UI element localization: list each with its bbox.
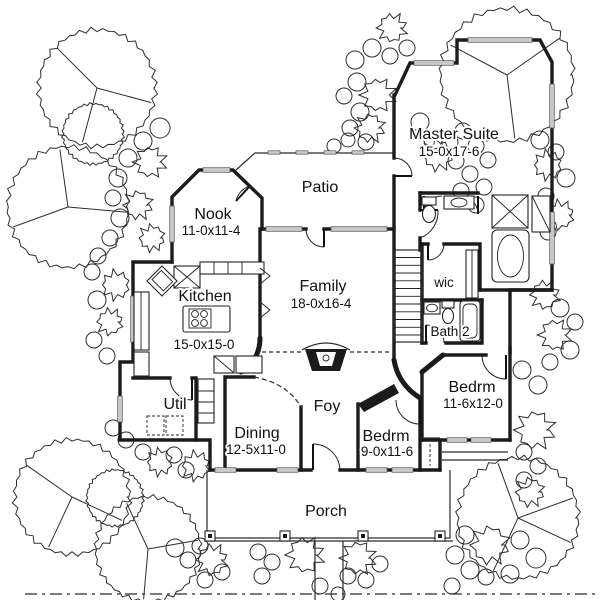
util-fixtures [146, 378, 215, 436]
room-label-bedroom-right: Bedrm [448, 379, 495, 396]
room-label-dining: Dining [234, 425, 279, 442]
room-dims-nook: 11-0x11-4 [182, 223, 241, 238]
room-label-nook: Nook [194, 206, 232, 223]
cased-openings [253, 376, 302, 408]
room-label-master-suite: Master Suite [409, 126, 499, 143]
room-label-foyer: Foy [314, 398, 341, 415]
side-steps [442, 451, 508, 461]
windows [117, 37, 555, 473]
room-dims-dining: 12-5x11-0 [226, 442, 286, 457]
patio-outline [235, 150, 394, 171]
room-labels: Master Suite 15-0x17-6 Patio Nook 11-0x1… [161, 124, 504, 522]
closet-fixtures [259, 249, 479, 466]
room-dims-master-suite: 15-0x17-6 [419, 144, 480, 159]
room-label-wic: wic [433, 275, 454, 290]
room-label-util: Util [163, 396, 186, 413]
porch-slab [204, 451, 508, 600]
wall-wedges [238, 335, 446, 412]
room-dims-bedroom-right: 11-6x12-0 [443, 396, 503, 411]
staircase [393, 249, 423, 343]
room-label-bath2: Bath 2 [430, 324, 469, 339]
bath-fixtures [421, 194, 551, 342]
fireplace [262, 342, 392, 371]
room-label-porch: Porch [305, 503, 347, 520]
room-label-kitchen: Kitchen [178, 288, 231, 305]
room-label-family: Family [299, 278, 346, 295]
room-label-bedroom-front: Bedrm [362, 428, 409, 445]
front-walkway [314, 541, 344, 600]
room-dims-family: 18-0x16-4 [291, 296, 352, 311]
room-dims-bedroom-front: 9-0x11-6 [361, 444, 413, 459]
porch-column [204, 530, 446, 542]
room-dims-kitchen: 15-0x15-0 [174, 337, 235, 352]
room-label-patio: Patio [302, 179, 339, 196]
kitchen-fixtures [133, 261, 265, 377]
